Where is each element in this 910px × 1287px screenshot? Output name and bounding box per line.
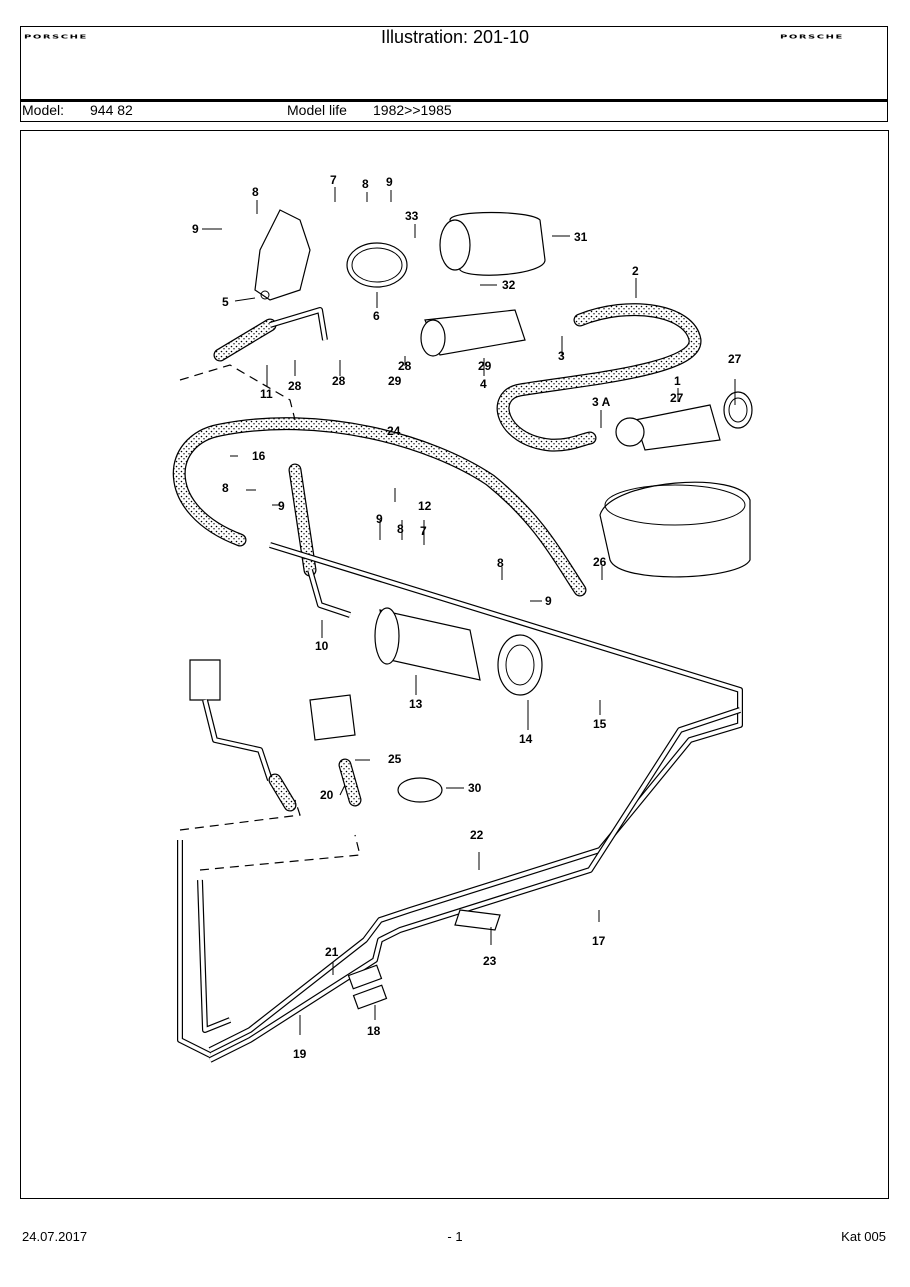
callout-2: 2 xyxy=(632,264,639,278)
porsche-logo-right: PORSCHE xyxy=(780,34,844,41)
callout-27: 27 xyxy=(670,391,684,405)
fuel-accumulator-13 xyxy=(374,607,481,681)
callout-32: 32 xyxy=(502,278,516,292)
callout-28: 28 xyxy=(288,379,302,393)
pressure-regulator-right xyxy=(309,694,362,807)
fuel-hose-24 xyxy=(172,417,587,597)
callout-7: 7 xyxy=(420,524,427,538)
header-divider xyxy=(20,99,888,102)
callout-8: 8 xyxy=(397,522,404,536)
callout-9: 9 xyxy=(386,175,393,189)
callout-13: 13 xyxy=(409,697,423,711)
callout-8: 8 xyxy=(252,185,259,199)
callout-3: 3 xyxy=(558,349,565,363)
callout-33: 33 xyxy=(405,209,419,223)
drawing-frame xyxy=(20,130,889,1199)
footer-date: 24.07.2017 xyxy=(22,1229,88,1244)
callout-4: 4 xyxy=(480,377,487,391)
callout-16: 16 xyxy=(252,449,266,463)
callout-29: 29 xyxy=(388,374,402,388)
fuel-pump-31 xyxy=(439,211,546,276)
callout-18: 18 xyxy=(367,1024,381,1038)
callout-6: 6 xyxy=(373,309,380,323)
holder-14 xyxy=(497,634,543,696)
callout-9: 9 xyxy=(278,499,285,513)
callout-29: 29 xyxy=(478,359,492,373)
callout-23: 23 xyxy=(483,954,497,968)
footer-catalog-code: Kat 005 xyxy=(841,1229,886,1244)
bracket-5 xyxy=(254,209,311,301)
callout-8: 8 xyxy=(362,177,369,191)
callout-20: 20 xyxy=(320,788,334,802)
tank-opening xyxy=(599,481,751,578)
callout-3a: 3 A xyxy=(592,395,611,409)
seal-27 xyxy=(723,391,753,429)
callout-14: 14 xyxy=(519,732,533,746)
illustration-title: Illustration: 201-10 xyxy=(380,27,530,47)
model-label: Model: xyxy=(22,102,65,118)
callout-8: 8 xyxy=(222,481,229,495)
fuel-filter-29 xyxy=(420,309,526,357)
strainer-1 xyxy=(615,404,721,451)
fuel-lines xyxy=(177,542,743,1063)
callout-19: 19 xyxy=(293,1047,307,1061)
footer-page-number: - 1 xyxy=(447,1229,463,1244)
callout-28: 28 xyxy=(398,359,412,373)
callout-31: 31 xyxy=(574,230,588,244)
callout-5: 5 xyxy=(222,295,229,309)
clip-30 xyxy=(397,777,443,803)
clamp-6 xyxy=(346,242,408,288)
header-frame xyxy=(20,26,888,122)
callout-25: 25 xyxy=(388,752,402,766)
callout-9: 9 xyxy=(376,512,383,526)
callout-1: 1 xyxy=(674,374,681,388)
hose-stub-upper xyxy=(213,307,328,362)
pressure-regulator-left xyxy=(189,659,297,812)
callout-numbers: 8 7 8 9 9 33 31 2 5 6 32 3 11 28 28 28 2… xyxy=(192,173,742,1061)
model-life-label: Model life xyxy=(287,102,347,118)
callout-27: 27 xyxy=(728,352,742,366)
callout-9: 9 xyxy=(192,222,199,236)
callout-17: 17 xyxy=(592,934,606,948)
fuel-hose-10 xyxy=(288,463,351,618)
callout-24: 24 xyxy=(387,424,401,438)
leader-lines xyxy=(202,187,736,1035)
callout-15: 15 xyxy=(593,717,607,731)
callout-30: 30 xyxy=(468,781,482,795)
callout-12: 12 xyxy=(418,499,432,513)
callout-10: 10 xyxy=(315,639,329,653)
callout-28: 28 xyxy=(332,374,346,388)
callout-22: 22 xyxy=(470,828,484,842)
callout-11: 11 xyxy=(260,387,273,401)
callout-9: 9 xyxy=(545,594,552,608)
model-life-value: 1982>>1985 xyxy=(373,102,452,118)
connector-23 xyxy=(454,909,501,931)
callout-21: 21 xyxy=(325,945,339,959)
model-value: 944 82 xyxy=(90,102,133,118)
callout-7: 7 xyxy=(330,173,337,187)
callout-8: 8 xyxy=(497,556,504,570)
fuel-hose-2 xyxy=(496,303,702,452)
exploded-parts-diagram: 8 7 8 9 9 33 31 2 5 6 32 3 11 28 28 28 2… xyxy=(172,173,753,1063)
callout-26: 26 xyxy=(593,555,607,569)
porsche-logo-left: PORSCHE xyxy=(24,34,88,41)
connector-18-21 xyxy=(347,964,388,1010)
